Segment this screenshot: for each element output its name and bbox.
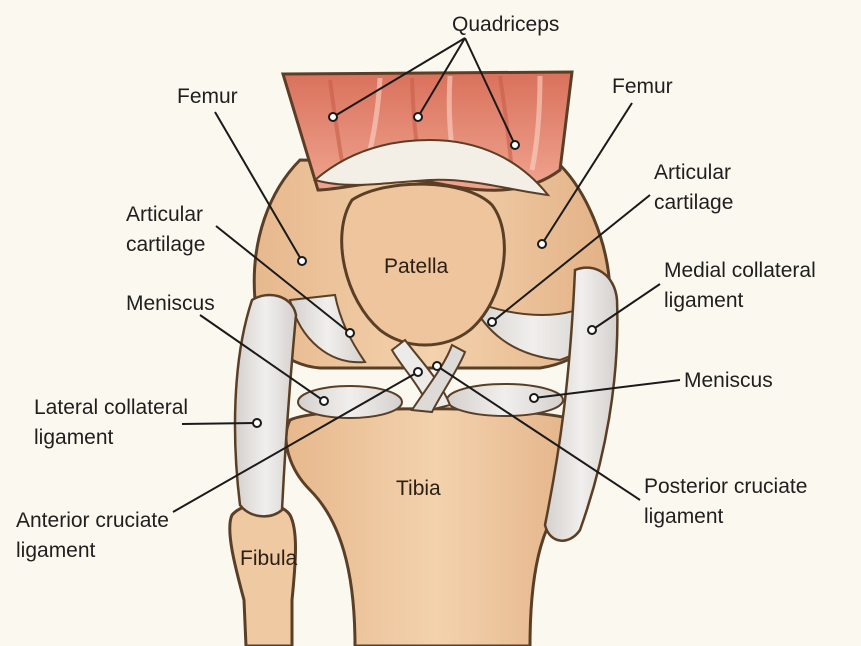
label-meniscus-left: Meniscus: [126, 289, 215, 319]
label-medial-line2: ligament: [664, 289, 744, 312]
label-articular-cartilage-left: Articular cartilage: [126, 200, 205, 260]
label-tibia: Tibia: [396, 474, 441, 504]
quadriceps-muscle: [280, 70, 574, 197]
label-lateral-line2: ligament: [34, 426, 114, 449]
label-femur-right-text: Femur: [612, 75, 673, 98]
label-medial-collateral-ligament: Medial collateral ligament: [664, 256, 816, 316]
lateral-collateral-ligament-shape: [233, 293, 298, 518]
label-patella: Patella: [384, 252, 448, 282]
label-femur-left: Femur: [177, 82, 238, 112]
label-anterior-line2: ligament: [16, 539, 96, 562]
label-articular-right-line2: cartilage: [654, 191, 734, 214]
tibia-shape: [284, 407, 590, 646]
label-quadriceps: Quadriceps: [452, 10, 559, 40]
label-patella-text: Patella: [384, 255, 449, 278]
label-fibula: Fibula: [240, 544, 297, 574]
label-fibula-text: Fibula: [240, 547, 298, 570]
fibula-shape: [228, 502, 297, 646]
label-quadriceps-text: Quadriceps: [452, 13, 560, 36]
label-meniscus-left-text: Meniscus: [126, 292, 215, 315]
label-posterior-cruciate-ligament: Posterior cruciate ligament: [644, 472, 807, 532]
label-anterior-line1: Anterior cruciate: [16, 509, 169, 532]
patella-shape: [340, 182, 506, 347]
label-articular-left-line2: cartilage: [126, 233, 206, 256]
label-medial-line1: Medial collateral: [664, 259, 816, 282]
medial-collateral-ligament-shape: [543, 266, 619, 542]
leader-dots: [252, 112, 597, 428]
meniscus-shapes: [297, 383, 564, 419]
label-femur-left-text: Femur: [177, 85, 238, 108]
label-anterior-cruciate-ligament: Anterior cruciate ligament: [16, 506, 169, 566]
label-lateral-line1: Lateral collateral: [34, 396, 189, 419]
label-articular-right-line1: Articular: [654, 161, 732, 184]
label-tibia-text: Tibia: [396, 477, 441, 500]
leader-lines: [172, 37, 681, 513]
label-lateral-collateral-ligament: Lateral collateral ligament: [34, 393, 188, 453]
label-femur-right: Femur: [612, 72, 673, 102]
label-articular-cartilage-right: Articular cartilage: [654, 158, 733, 218]
label-meniscus-right-text: Meniscus: [684, 369, 773, 392]
label-articular-left-line1: Articular: [126, 203, 204, 226]
label-posterior-line1: Posterior cruciate: [644, 475, 808, 498]
label-posterior-line2: ligament: [644, 505, 724, 528]
label-meniscus-right: Meniscus: [684, 366, 773, 396]
